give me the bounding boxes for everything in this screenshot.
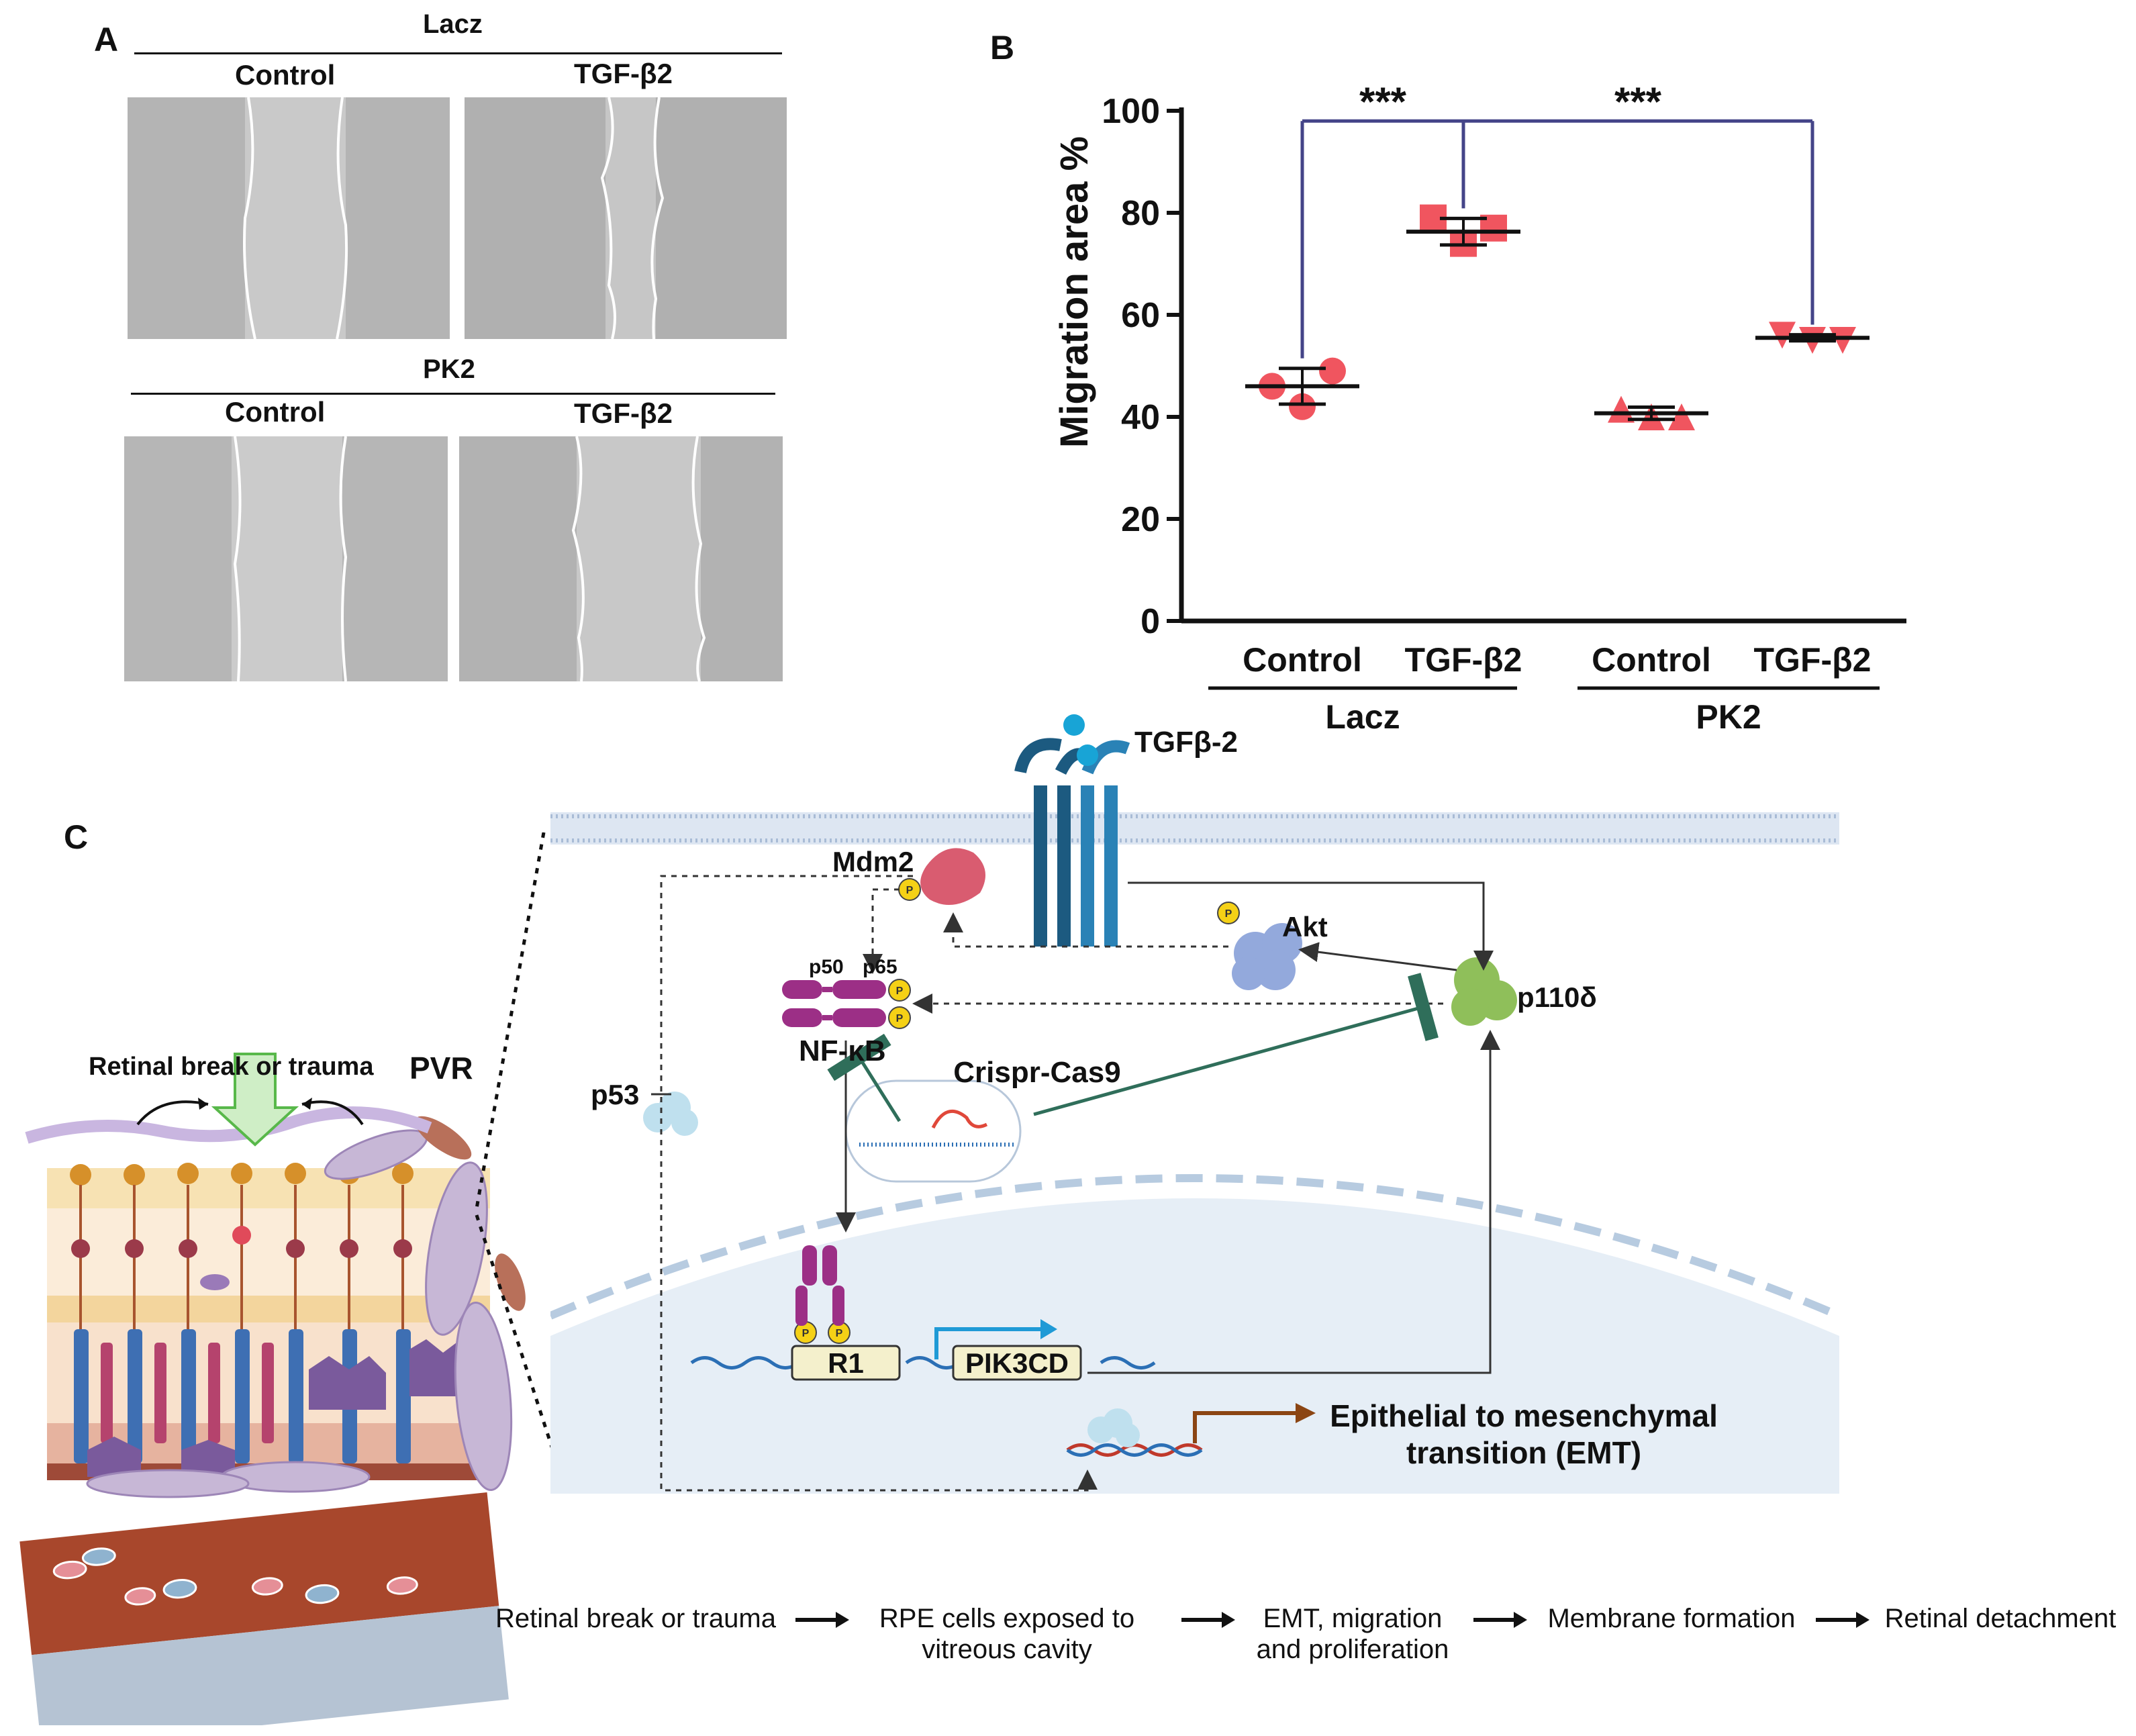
akt-protein [1232, 923, 1302, 990]
p53-protein [643, 1092, 698, 1136]
r1-label: R1 [828, 1347, 864, 1379]
y-tick-label: 100 [1102, 92, 1160, 131]
panel-a-letter: A [94, 21, 119, 58]
y-tick-label: 0 [1140, 602, 1160, 641]
micrograph-lacz-control [128, 97, 450, 339]
data-point [1608, 395, 1635, 423]
p110-label: p110δ [1517, 981, 1597, 1013]
trauma-label: Retinal break or trauma [89, 1053, 374, 1081]
nfkb-label: NF-κB [799, 1034, 886, 1067]
phospho-label: P [836, 1328, 843, 1339]
p65-label: p65 [863, 956, 897, 978]
chart-y-axis-label: Migration area % [1053, 136, 1096, 448]
y-tick-label: 60 [1121, 296, 1160, 335]
group-label: Lacz [1325, 698, 1400, 736]
data-point [1319, 357, 1346, 385]
mdm2-protein [920, 848, 985, 905]
significance-label: *** [1359, 79, 1407, 124]
dna-bound-nfkb [795, 1245, 844, 1326]
panel-a-col-control: Control [235, 59, 336, 91]
flow-step-3: EMT, migration and proliferation [1256, 1604, 1449, 1664]
panel-a-col-tgf: TGF-β2 [574, 58, 673, 89]
cell-membrane [550, 812, 1839, 845]
akt-label: Akt [1282, 911, 1328, 943]
pathway-diagram: TGFβ-2 Mdm2 Akt p110δ p50 p65 NF-κB p53 … [550, 714, 1841, 1494]
significance-label: *** [1614, 79, 1662, 124]
x-tick-label: TGF-β2 [1405, 641, 1522, 679]
p50-label: p50 [809, 956, 844, 978]
migration-chart: Migration area % 0 20 40 60 80 100 *** *** Con… [1053, 79, 1906, 736]
panel-a-group-title-lacz: Lacz [423, 9, 483, 39]
panel-a-col-tgf: TGF-β2 [574, 397, 673, 429]
pvr-label: PVR [409, 1051, 473, 1086]
y-tick-label: 80 [1121, 194, 1160, 233]
panel-a-group-underline [134, 52, 782, 54]
panel-a-group-underline [131, 393, 775, 395]
emt-label-line1: Epithelial to mesenchymal [1330, 1398, 1718, 1433]
pik3cd-label: PIK3CD [965, 1347, 1069, 1379]
flow-arrow [1816, 1610, 1870, 1630]
flow-step-1: Retinal break or trauma [495, 1604, 776, 1633]
phospho-label: P [802, 1328, 810, 1339]
crispr-label: Crispr-Cas9 [953, 1056, 1120, 1089]
flow-arrow [1473, 1610, 1527, 1630]
phospho-label: P [1225, 908, 1232, 920]
phospho-label: P [896, 985, 904, 997]
micrograph-lacz-tgf [465, 97, 787, 339]
dna-strand [690, 1356, 800, 1369]
flow-step-5: Retinal detachment [1884, 1604, 2117, 1633]
y-tick-label: 20 [1121, 500, 1160, 539]
emt-label-line2: transition (EMT) [1406, 1435, 1641, 1470]
flow-step-4: Membrane formation [1547, 1604, 1796, 1633]
flow-arrow [1181, 1610, 1235, 1630]
data-point [1769, 322, 1796, 349]
flow-arrow [795, 1610, 849, 1630]
panel-b-letter: B [990, 29, 1015, 66]
pik3cd-box [952, 1345, 1082, 1381]
p53-label: p53 [591, 1079, 639, 1110]
p110-protein [1451, 957, 1517, 1026]
nfkb-complex [782, 980, 886, 1027]
flow-step-2: RPE cells exposed to vitreous cavity [879, 1604, 1135, 1664]
r1-box [791, 1345, 901, 1381]
nucleus [550, 1198, 1839, 1494]
x-tick-label: Control [1592, 641, 1711, 679]
panel-c-letter: C [64, 818, 89, 856]
y-tick-label: 40 [1121, 398, 1160, 437]
panel-a-group-title-pk2: PK2 [423, 354, 475, 384]
choroid-block [19, 1492, 509, 1725]
micrograph-pk2-tgf [459, 436, 783, 681]
crispr-cas9-box [844, 1079, 1022, 1183]
x-tick-label: Control [1243, 641, 1362, 679]
data-point [1668, 403, 1695, 430]
phospho-label: P [906, 885, 914, 896]
zoom-lines [475, 832, 559, 1464]
retina-illustration [19, 1053, 526, 1725]
tgf-receptor [1014, 714, 1130, 947]
panel-a-col-control: Control [225, 396, 326, 428]
mdm2-label: Mdm2 [832, 846, 914, 877]
data-point [1289, 393, 1316, 420]
group-label: PK2 [1696, 698, 1761, 736]
tgf-label: TGFβ-2 [1134, 726, 1238, 759]
phospho-label: P [896, 1013, 904, 1024]
micrograph-pk2-control [124, 436, 448, 681]
x-tick-label: TGF-β2 [1754, 641, 1872, 679]
